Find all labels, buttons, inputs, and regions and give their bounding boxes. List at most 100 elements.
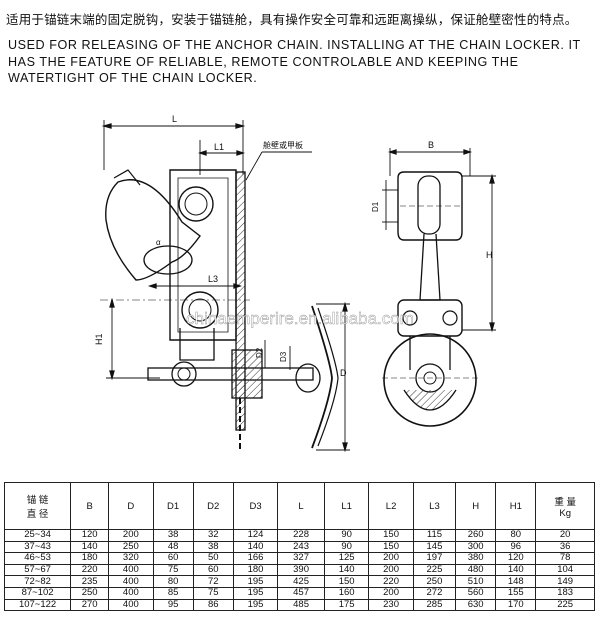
dim-label-d: D [340, 368, 347, 378]
table-cell: 220 [70, 563, 110, 577]
dim-label-d1: D1 [371, 201, 380, 212]
table-cell: 272 [412, 586, 457, 600]
table-cell: 150 [323, 575, 370, 588]
table-cell: 300 [455, 540, 497, 554]
table-cell: 195 [232, 586, 279, 600]
table-cell: 50 [192, 552, 234, 565]
table-cell: 145 [412, 540, 457, 554]
chinese-description: 适用于锚链末端的固定脱钩，安装于锚链舱，具有操作安全可靠和远距离操纵，保证舱壁密… [6, 12, 578, 27]
header-h1: H1 [495, 482, 537, 530]
header-d1: D1 [152, 482, 194, 530]
table-cell: 270 [70, 598, 110, 612]
table-cell: 235 [70, 575, 110, 588]
table-cell: 400 [108, 575, 154, 588]
dim-label-h1: H1 [94, 333, 104, 345]
table-cell: 115 [412, 529, 457, 542]
table-cell: 36 [535, 540, 595, 554]
table-cell: 200 [368, 563, 414, 577]
table-cell: 90 [323, 540, 370, 554]
table-cell: 166 [232, 552, 279, 565]
dim-label-h: H [486, 250, 493, 260]
table-cell: 140 [70, 540, 110, 554]
table-cell: 155 [495, 586, 537, 600]
table-cell: 149 [535, 575, 595, 588]
table-cell: 225 [412, 563, 457, 577]
dim-label-b: B [428, 140, 434, 150]
table-cell: 200 [368, 586, 414, 600]
table-cell: 260 [455, 529, 497, 542]
table-cell: 320 [108, 552, 154, 565]
technical-drawing: L L1 舱壁或甲板 α L3 H1 D2 D3 D B D1 H chinae… [94, 114, 496, 453]
table-cell: 150 [368, 529, 414, 542]
header-l3: L3 [412, 482, 457, 530]
table-cell: 46~53 [3, 552, 72, 565]
table-cell: 32 [192, 529, 234, 542]
table-cell: 180 [232, 563, 279, 577]
table-cell: 400 [108, 586, 154, 600]
table-cell: 220 [368, 575, 414, 588]
table-cell: 25~34 [3, 529, 72, 542]
table-cell: 140 [232, 540, 279, 554]
table-cell: 95 [152, 598, 194, 612]
table-cell: 228 [277, 529, 325, 542]
header-d: D [108, 482, 154, 530]
table-cell: 125 [323, 552, 370, 565]
dim-label-l: L [172, 114, 177, 124]
table-cell: 285 [412, 598, 457, 612]
table-cell: 160 [323, 586, 370, 600]
table-cell: 80 [152, 575, 194, 588]
table-cell: 20 [535, 529, 595, 542]
table-cell: 200 [108, 529, 154, 542]
table-cell: 230 [368, 598, 414, 612]
table-cell: 400 [108, 563, 154, 577]
table-cell: 175 [323, 598, 370, 612]
table-cell: 60 [192, 563, 234, 577]
table-cell: 183 [535, 586, 595, 600]
table-cell: 390 [277, 563, 325, 577]
table-cell: 170 [495, 598, 537, 612]
table-cell: 124 [232, 529, 279, 542]
table-cell: 120 [495, 552, 537, 565]
header-b: B [70, 482, 110, 530]
header-l1: L1 [323, 482, 370, 530]
table-cell: 457 [277, 586, 325, 600]
dim-label-d3: D3 [279, 351, 288, 362]
table-cell: 78 [535, 552, 595, 565]
table-cell: 195 [232, 598, 279, 612]
angle-label-alpha: α [156, 238, 161, 247]
table-cell: 37~43 [3, 540, 72, 554]
table-cell: 75 [192, 586, 234, 600]
table-cell: 180 [70, 552, 110, 565]
english-description: USED FOR RELEASING OF THE ANCHOR CHAIN. … [8, 38, 581, 86]
table-cell: 140 [323, 563, 370, 577]
table-cell: 80 [495, 529, 537, 542]
table-cell: 72~82 [3, 575, 72, 588]
table-cell: 60 [152, 552, 194, 565]
table-cell: 104 [535, 563, 595, 577]
table-cell: 250 [412, 575, 457, 588]
table-cell: 96 [495, 540, 537, 554]
table-cell: 150 [368, 540, 414, 554]
table-cell: 485 [277, 598, 325, 612]
table-cell: 38 [152, 529, 194, 542]
table-cell: 250 [108, 540, 154, 554]
header-d3: D3 [232, 482, 279, 530]
table-cell: 38 [192, 540, 234, 554]
table-cell: 75 [152, 563, 194, 577]
table-cell: 510 [455, 575, 497, 588]
table-cell: 243 [277, 540, 325, 554]
header-h: H [455, 482, 497, 530]
table-cell: 87~102 [3, 586, 72, 600]
table-cell: 225 [535, 598, 595, 612]
dim-label-d2: D2 [255, 347, 264, 358]
table-cell: 85 [152, 586, 194, 600]
header-l2: L2 [368, 482, 414, 530]
